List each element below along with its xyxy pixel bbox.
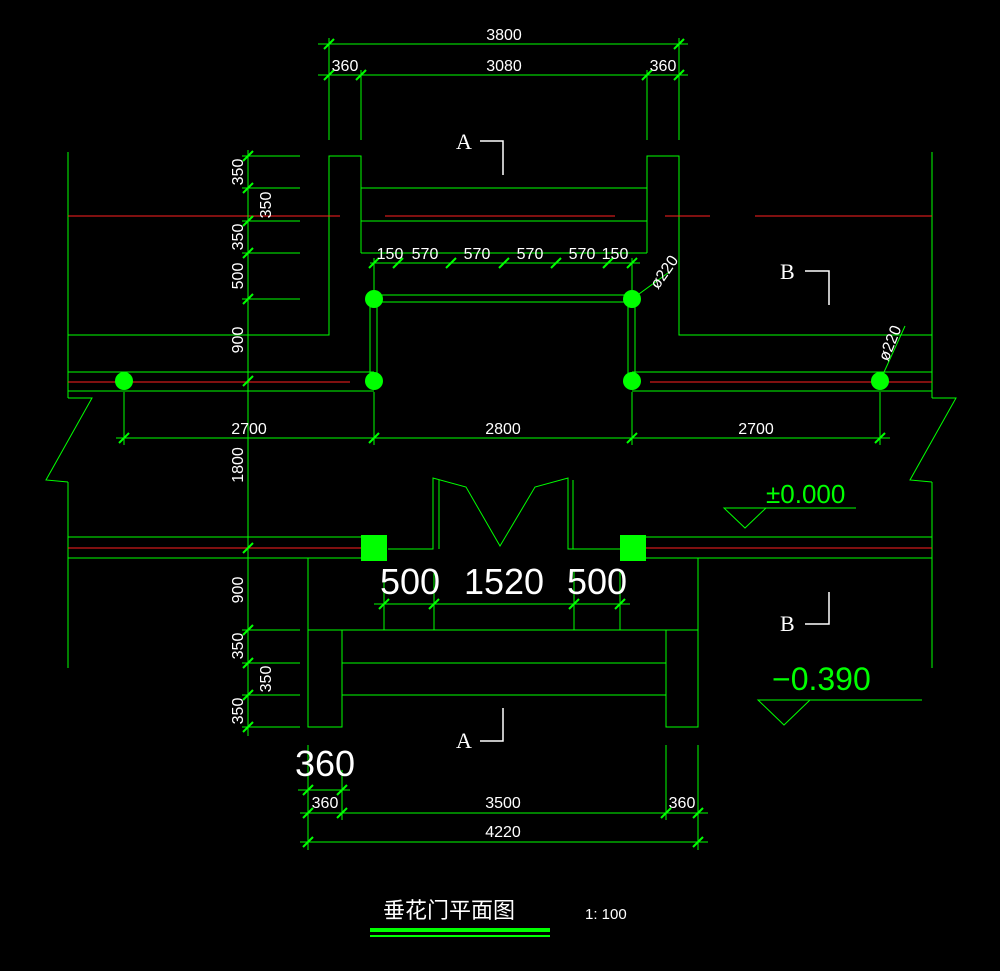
section-mark-b-top: B: [780, 259, 795, 284]
drawing-title: 垂花门平面图: [383, 899, 515, 924]
dim-v-1: 350: [230, 159, 247, 186]
drawing-scale: 1: 100: [585, 906, 627, 923]
dim-inner-4: 570: [569, 246, 596, 263]
dimension-lines: [116, 38, 906, 850]
dim-v-9: 350: [258, 666, 275, 693]
dim-v-3: 350: [230, 224, 247, 251]
dim-door-right: 500: [567, 561, 627, 602]
column-square: [361, 535, 387, 561]
dim-col-dia-2: ø220: [876, 323, 905, 363]
section-mark-a-bottom: A: [456, 728, 472, 753]
level-floor: ±0.000: [766, 479, 845, 509]
wall-lines: [45, 152, 957, 728]
dim-top-mid: 3080: [486, 58, 522, 75]
dim-v-4: 500: [230, 263, 247, 290]
level-markers: ±0.000 −0.390: [722, 479, 922, 726]
dim-top-right: 360: [650, 58, 677, 75]
dim-bot-mid: 3500: [485, 795, 521, 812]
dim-v-5: 900: [230, 327, 247, 354]
title-block: 垂花门平面图 1: 100: [370, 899, 627, 937]
dim-door-left: 500: [380, 561, 440, 602]
section-marks: A B B A: [456, 129, 830, 753]
column-round: [365, 290, 383, 308]
dim-bot-total: 4220: [485, 824, 521, 841]
dim-bot-big: 360: [295, 743, 355, 784]
column-round: [115, 372, 133, 390]
dim-bot-right: 360: [669, 795, 696, 812]
dim-inner-1: 570: [412, 246, 439, 263]
column-round: [623, 372, 641, 390]
columns: [115, 290, 889, 561]
level-ground: −0.390: [772, 661, 871, 697]
column-round: [365, 372, 383, 390]
dimension-texts: 3800 360 3080 360 150 570 570 570 570 15…: [230, 27, 905, 841]
dim-inner-2: 570: [464, 246, 491, 263]
axis-lines: [68, 215, 932, 549]
dim-v-8: 350: [230, 633, 247, 660]
section-mark-b-bottom: B: [780, 611, 795, 636]
dim-inner-3: 570: [517, 246, 544, 263]
dim-top-left: 360: [332, 58, 359, 75]
dim-inner-left: 150: [377, 246, 404, 263]
dim-top-total: 3800: [486, 27, 522, 44]
dim-span-left: 2700: [231, 421, 267, 438]
dim-v-10: 350: [230, 698, 247, 725]
dim-v-6: 1800: [230, 447, 247, 483]
dim-bot-left: 360: [312, 795, 339, 812]
dim-span-mid: 2800: [485, 421, 521, 438]
column-square: [620, 535, 646, 561]
dim-col-dia-1: ø220: [647, 253, 682, 293]
dim-door-mid: 1520: [464, 561, 544, 602]
dim-span-right: 2700: [738, 421, 774, 438]
dim-inner-right: 150: [602, 246, 629, 263]
dim-v-7: 900: [230, 577, 247, 604]
dim-v-2: 350: [258, 192, 275, 219]
section-mark-a-top: A: [456, 129, 472, 154]
